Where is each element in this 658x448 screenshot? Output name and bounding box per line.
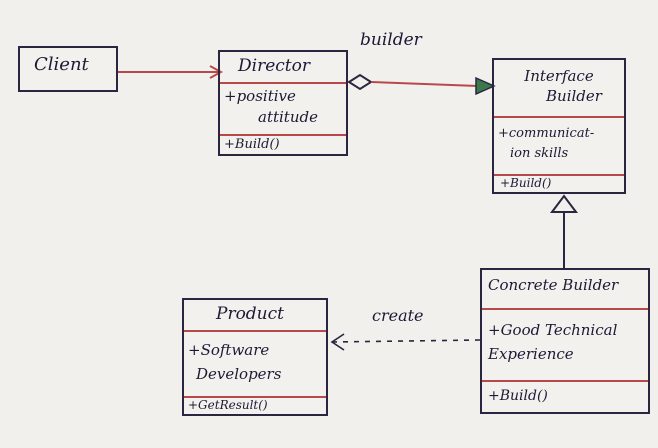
- product-methods: +GetResult(): [184, 396, 326, 414]
- director-methods: +Build(): [220, 134, 346, 154]
- create-arrowhead: [330, 333, 345, 351]
- concrete-builder-method: +Build(): [488, 388, 548, 404]
- product-attributes: +Software Developers: [184, 330, 326, 396]
- director-builder-arrowhead: [475, 76, 496, 96]
- director-class: Director +positive attitude +Build(): [218, 50, 348, 156]
- client-class-name: Client: [34, 54, 89, 75]
- interface-builder-attributes: +communicat- ion skills: [494, 116, 624, 174]
- interface-builder-methods: +Build(): [494, 174, 624, 192]
- client-director-arrowhead: [209, 65, 224, 79]
- product-method: +GetResult(): [188, 398, 268, 412]
- interface-builder-name-line1: Interface: [524, 67, 594, 85]
- interface-builder-class: Interface Builder +communicat- ion skill…: [492, 58, 626, 194]
- product-class: Product +Software Developers +GetResult(…: [182, 298, 328, 416]
- concrete-builder-class: Concrete Builder +Good Technical Experie…: [480, 268, 650, 414]
- interface-builder-attr-line1: +communicat-: [498, 126, 595, 141]
- create-label: create: [372, 306, 424, 325]
- concrete-builder-attributes: +Good Technical Experience: [482, 308, 648, 380]
- product-attr-line1: +Software: [188, 341, 270, 359]
- inheritance-triangle: [550, 194, 578, 213]
- concrete-builder-name: Concrete Builder: [488, 276, 619, 294]
- aggregation-diamond: [347, 73, 373, 91]
- product-class-name: Product: [216, 304, 284, 324]
- create-dashed-line: [331, 339, 481, 343]
- product-attr-line2: Developers: [196, 365, 282, 383]
- director-attributes: +positive attitude: [220, 82, 346, 134]
- director-attr-line1: +positive: [224, 87, 296, 105]
- director-attr-line2: attitude: [258, 108, 318, 126]
- builder-label: builder: [360, 30, 422, 50]
- director-builder-line: [370, 81, 479, 87]
- director-class-name: Director: [238, 56, 310, 76]
- director-method: +Build(): [224, 137, 280, 152]
- client-class: Client: [18, 46, 118, 92]
- interface-builder-attr-line2: ion skills: [510, 146, 569, 161]
- concrete-builder-methods: +Build(): [482, 380, 648, 412]
- concrete-builder-attr-line1: +Good Technical: [488, 321, 618, 339]
- interface-builder-method: +Build(): [500, 176, 552, 190]
- interface-builder-name-line2: Builder: [546, 87, 602, 105]
- concrete-builder-attr-line2: Experience: [488, 345, 574, 363]
- interface-builder-header: Interface Builder: [494, 60, 624, 116]
